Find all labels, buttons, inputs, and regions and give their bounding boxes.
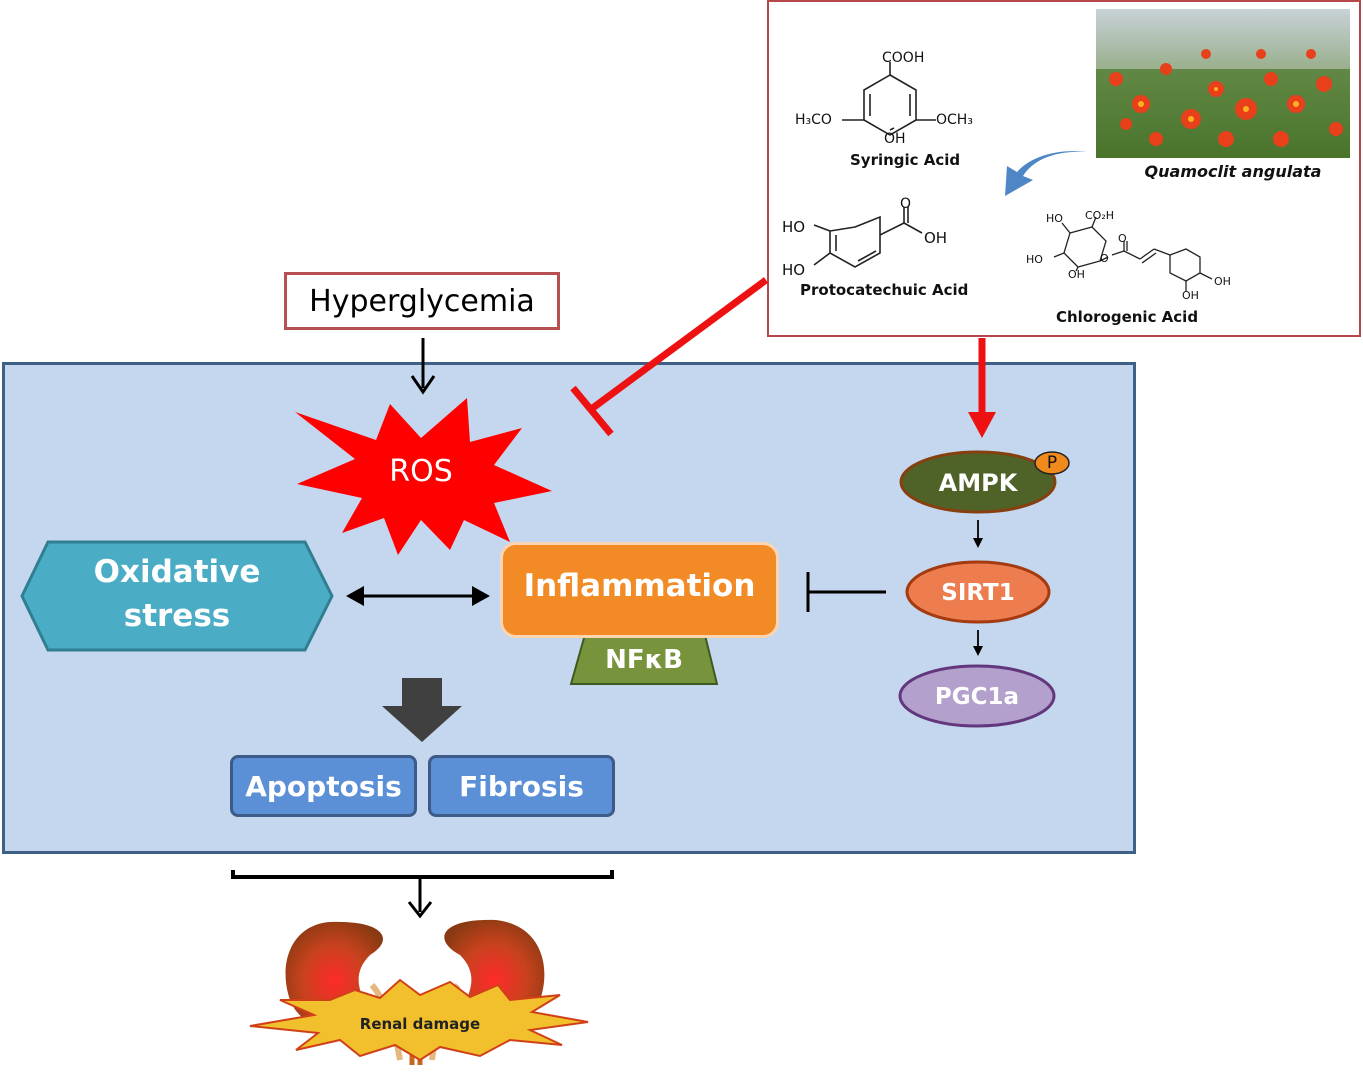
oxidative-stress-hexagon xyxy=(20,540,334,652)
protocatechuic-acid-name: Protocatechuic Acid xyxy=(800,281,969,299)
oxidative-inflammation-double-arrow xyxy=(346,586,490,606)
compounds-activate-ampk-arrow xyxy=(968,338,996,438)
sirt1-label: SIRT1 xyxy=(941,580,1015,606)
fibrosis-box: Fibrosis xyxy=(428,755,615,817)
protocatechuic-oh-label: OH xyxy=(924,229,948,247)
compounds-inhibit-ros-line xyxy=(570,277,769,437)
ros-label: ROS xyxy=(389,453,453,489)
apoptosis-label: Apoptosis xyxy=(245,769,402,803)
syringic-h3co-label: H₃CO xyxy=(795,112,832,128)
inflammation-label: Inflammation xyxy=(523,568,756,604)
syringic-acid-structure xyxy=(842,62,936,136)
oxidative-stress-label-line1: Oxidative xyxy=(93,554,261,590)
plant-name-label: Quamoclit angulata xyxy=(1144,162,1322,181)
protocatechuic-ho1-label: HO xyxy=(782,218,806,236)
chlorogenic-co2h-label: CO₂H xyxy=(1085,209,1115,222)
hyperglycemia-to-ros-arrow xyxy=(410,338,436,395)
oxidative-stress-label-line2: stress xyxy=(123,598,231,634)
fibrosis-label: Fibrosis xyxy=(459,769,584,803)
pgc1a-label: PGC1a xyxy=(934,684,1020,710)
big-down-arrow-icon xyxy=(382,678,462,742)
chlorogenic-ho-left-label: HO xyxy=(1026,253,1043,266)
nfkb-label: NFκB xyxy=(605,645,683,675)
syringic-cooh-label: COOH xyxy=(882,50,925,66)
inflammation-box: Inflammation xyxy=(500,542,779,638)
chlorogenic-ho-top-label: HO xyxy=(1046,212,1063,225)
sirt1-to-pgc1a-arrow xyxy=(973,630,983,656)
hyperglycemia-box: Hyperglycemia xyxy=(284,272,560,330)
apoptosis-box: Apoptosis xyxy=(230,755,417,817)
chlorogenic-oh-bottom-label: OH xyxy=(1068,268,1085,281)
phospho-badge-icon xyxy=(1034,451,1070,475)
sirt1-inhibits-inflammation-line xyxy=(806,572,886,612)
ampk-ellipse xyxy=(899,450,1057,514)
syringic-acid-name: Syringic Acid xyxy=(850,151,961,169)
pgc1a-ellipse xyxy=(898,664,1056,728)
syringic-och3-label: OCH₃ xyxy=(936,112,973,128)
ampk-label: AMPK xyxy=(938,469,1018,497)
ampk-to-sirt1-arrow xyxy=(973,520,983,548)
ros-starburst-icon xyxy=(295,398,552,555)
chlorogenic-o-carbonyl-label: O xyxy=(1118,232,1127,245)
quamoclit-flower-photo xyxy=(1096,9,1350,158)
protocatechuic-ho2-label: HO xyxy=(782,261,806,279)
outcome-bracket xyxy=(231,870,614,919)
curved-blue-arrow-icon xyxy=(1005,151,1087,196)
chlorogenic-acid-name: Chlorogenic Acid xyxy=(1056,308,1199,326)
chlorogenic-acid-structure xyxy=(1053,216,1213,291)
protocatechuic-acid-structure xyxy=(813,207,923,268)
syringic-oh-label: OH xyxy=(884,131,906,147)
renal-damage-label: Renal damage xyxy=(359,1015,481,1033)
protocatechuic-o-label: O xyxy=(900,196,912,212)
sirt1-ellipse xyxy=(905,560,1051,624)
renal-damage-starburst xyxy=(249,978,589,1062)
chlorogenic-oh-ring1-label: OH xyxy=(1214,275,1231,288)
phospho-label: P xyxy=(1046,453,1058,473)
chlorogenic-o-ester-label: O xyxy=(1100,252,1109,265)
chlorogenic-oh-ring2-label: OH xyxy=(1182,289,1199,302)
